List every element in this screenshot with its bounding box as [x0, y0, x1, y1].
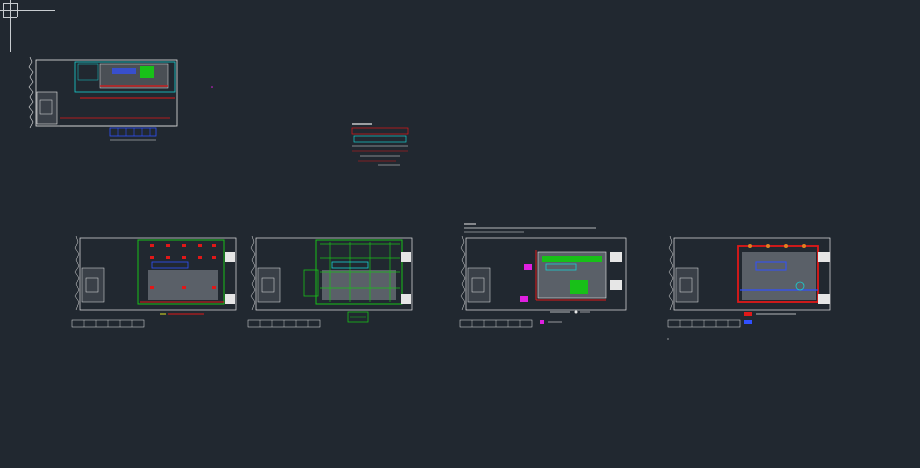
cyan-run [331, 261, 369, 269]
stair-detail [261, 277, 275, 293]
break-line [28, 56, 34, 129]
stair-block [81, 267, 105, 303]
blue-zone [112, 68, 136, 74]
title-block [667, 312, 796, 328]
sprinkler-heads [748, 244, 806, 248]
sheet-frame [79, 237, 237, 311]
sheet-frame [673, 237, 831, 311]
green-bar [542, 256, 602, 262]
stair-right-top [225, 252, 235, 262]
fixture-marks [150, 244, 216, 289]
stair-detail [39, 99, 53, 115]
cyan-run [545, 263, 577, 271]
plumbing-plan-sheet[interactable] [71, 235, 237, 328]
stair-block [675, 267, 699, 303]
title-block [459, 310, 590, 328]
stair-right-bottom [225, 294, 235, 304]
light-fixtures [320, 242, 400, 302]
stair-right-top [401, 252, 411, 262]
floor-zone [322, 270, 396, 300]
stair-right-bottom [401, 294, 411, 304]
floor-zone [742, 252, 816, 300]
blue-run [755, 261, 787, 271]
stair-block [467, 267, 491, 303]
stair-right-bottom [610, 280, 622, 290]
sheet-frame [255, 237, 413, 311]
room-b [99, 63, 169, 89]
break-line [460, 235, 466, 311]
legend-detail-sheet[interactable] [351, 123, 409, 166]
title-block [247, 311, 369, 328]
valve-symbol [795, 281, 805, 291]
fire-protection-plan-sheet[interactable] [667, 235, 831, 340]
legend-row-2 [353, 135, 407, 143]
title-block [71, 313, 204, 328]
green-zone [140, 66, 154, 78]
green-boundary [315, 239, 403, 305]
building-outline [74, 61, 176, 93]
stair-right-top [610, 252, 622, 262]
break-line [668, 235, 674, 311]
break-line [250, 235, 256, 311]
room-a [77, 63, 99, 81]
sheet-frame [465, 237, 627, 311]
green-equipment [570, 280, 588, 294]
green-panel [303, 269, 319, 297]
stair-detail [85, 277, 99, 293]
blue-run [151, 261, 189, 269]
magenta-tag-2 [520, 296, 528, 302]
floor-zone [148, 270, 218, 300]
magenta-tag-1 [524, 264, 532, 270]
site-legend [109, 127, 157, 141]
stair-block [257, 267, 281, 303]
stair-right-bottom [818, 294, 830, 304]
stair-detail [471, 277, 485, 293]
site-plan-sheet[interactable] [28, 56, 213, 141]
break-line [74, 235, 80, 311]
stray-point [667, 338, 669, 340]
stair-right-top [818, 252, 830, 262]
stray-point [211, 86, 213, 88]
equipment-plan-sheet[interactable] [459, 223, 627, 328]
lighting-plan-sheet[interactable] [247, 235, 413, 328]
stair-detail [679, 277, 693, 293]
green-boundary [137, 239, 225, 305]
red-loop [737, 245, 819, 303]
legend-row-1 [351, 127, 409, 135]
